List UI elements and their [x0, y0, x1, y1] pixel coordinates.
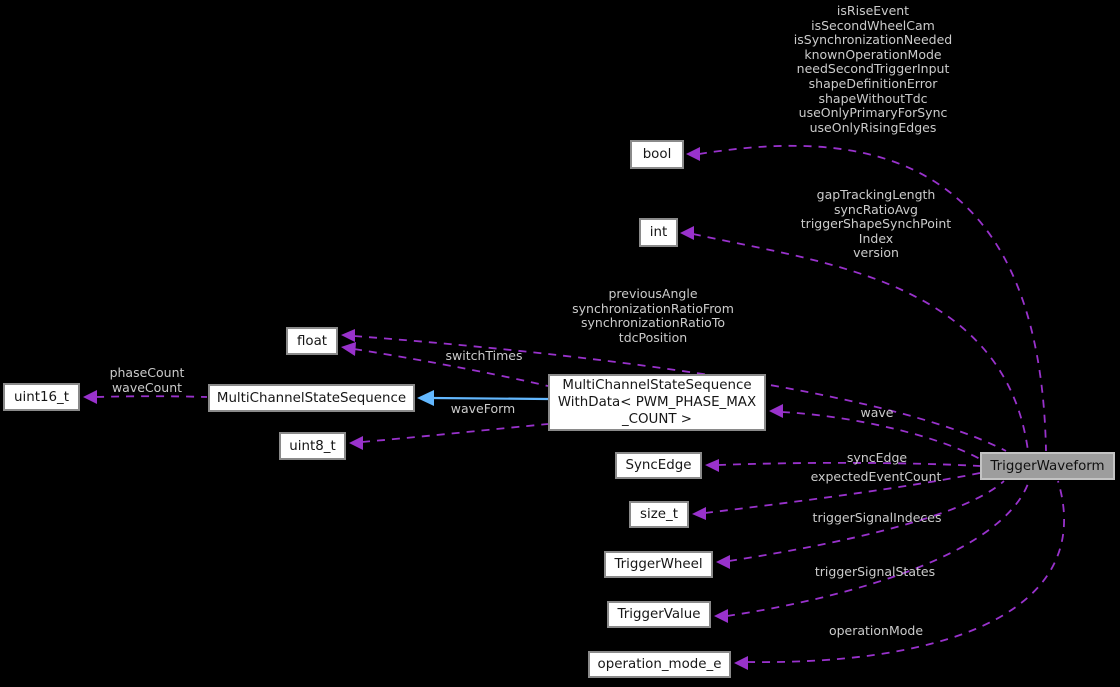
node-size-t[interactable]: size_t [629, 501, 689, 528]
label-wave: wave [860, 405, 894, 420]
node-syncedge[interactable]: SyncEdge [615, 452, 702, 479]
label-triggersignalstates: triggerSignalStates [814, 564, 936, 579]
label-phasecount-wavecount: phaseCount waveCount [109, 365, 185, 395]
arrowhead-wave [769, 404, 783, 418]
edge-switchtimes [353, 348, 549, 387]
edge-bool-members [698, 144, 1047, 452]
node-triggervalue[interactable]: TriggerValue [607, 601, 711, 628]
node-triggerwaveform: TriggerWaveform [980, 452, 1115, 480]
node-bool[interactable]: bool [630, 140, 684, 169]
arrowhead-syncedge [705, 459, 719, 472]
arrowhead-triggervalue [714, 609, 728, 623]
edge-waveform [361, 423, 549, 443]
label-switchtimes: switchTimes [445, 348, 523, 363]
edge-syncedge [717, 461, 981, 467]
label-triggersignalindeces: triggerSignalIndeces [812, 510, 942, 525]
arrowhead-int [680, 226, 694, 240]
label-operationmode: operationMode [828, 623, 924, 638]
edge-wave [781, 411, 981, 460]
arrowhead-operationmode [734, 656, 748, 670]
label-syncedge: syncEdge [846, 450, 908, 465]
label-waveform: waveForm [450, 401, 516, 416]
arrowhead-triggerwheel [716, 555, 730, 569]
label-float-members: previousAngle synchronizationRatioFrom s… [572, 286, 734, 345]
label-expectedeventcount: expectedEventCount [810, 469, 942, 484]
arrowhead-float-lower [341, 342, 356, 356]
arrowhead-bool [686, 147, 700, 161]
label-int-members: gapTrackingLength syncRatioAvg triggerSh… [800, 187, 952, 261]
edge-int-members [692, 233, 1029, 452]
node-triggerwheel[interactable]: TriggerWheel [604, 551, 713, 578]
label-bool-members: isRiseEvent isSecondWheelCam isSynchroni… [793, 3, 953, 135]
node-uint8-t[interactable]: uint8_t [279, 432, 346, 460]
arrowhead-sizet [692, 507, 706, 520]
arrowhead-inheritance [417, 390, 434, 406]
edge-triggersignalstates [726, 480, 1030, 617]
node-operation-mode-e[interactable]: operation_mode_e [588, 651, 731, 678]
node-multichannelstatesequence[interactable]: MultiChannelStateSequence [208, 384, 415, 412]
edge-inheritance [431, 396, 549, 401]
arrowhead-uint8 [349, 436, 363, 450]
node-float[interactable]: float [286, 327, 338, 355]
edge-phasecount-wavecount [95, 395, 208, 398]
edge-operationmode [746, 480, 1065, 663]
node-int[interactable]: int [639, 218, 678, 247]
arrowhead-float-upper [341, 329, 355, 342]
arrowhead-uint16 [83, 390, 97, 404]
node-uint16-t[interactable]: uint16_t [3, 383, 80, 411]
edge-triggersignalindeces [728, 480, 1005, 562]
edge-expectedeventcount [704, 472, 981, 514]
node-multichannelstatesequencewithdata[interactable]: MultiChannelStateSequence WithData< PWM_… [548, 374, 766, 431]
